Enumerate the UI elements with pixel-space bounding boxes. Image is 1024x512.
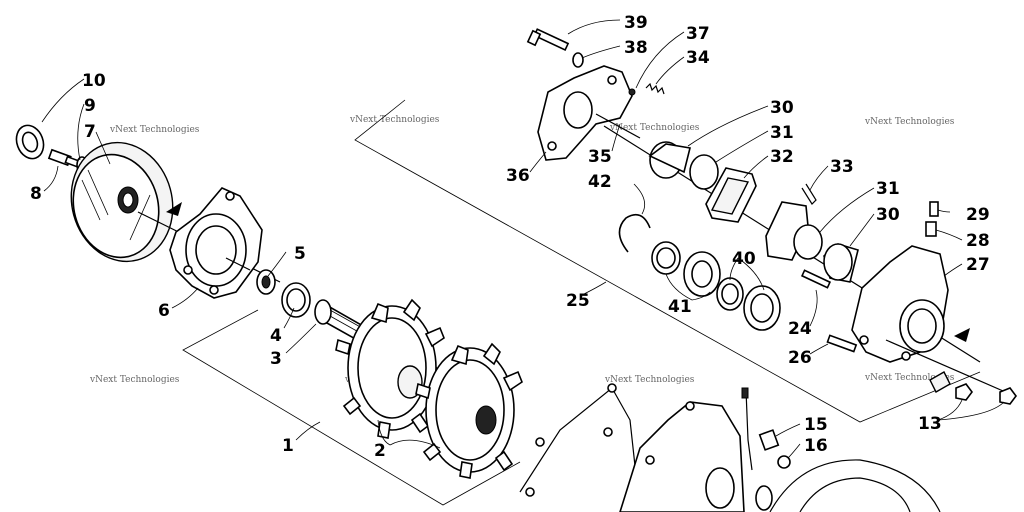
brake-disc-7: [70, 141, 174, 263]
callout-31-top: 31: [770, 123, 794, 143]
bearing-41: [651, 241, 681, 275]
callout-labels: 10 9 7 8 5 6 4 3 1 2 39 38 37 34 30 31 3…: [30, 13, 990, 461]
spring-34: [645, 82, 665, 95]
washer-38: [572, 52, 584, 68]
callout-1: 1: [282, 436, 294, 456]
seal-31b: [793, 224, 823, 260]
brake-pad-32a: [705, 167, 757, 223]
watermark-text: vNext Technologies: [109, 125, 200, 135]
bleeder-29: [929, 201, 939, 217]
callout-38: 38: [624, 38, 648, 58]
watermark-text: vNext Technologies: [604, 375, 695, 385]
callout-28: 28: [966, 231, 990, 251]
leader-lines: [41, 19, 1005, 459]
bearing-housing-6: [169, 187, 263, 299]
bolt-39: [526, 28, 570, 51]
caliper-housing-27: [851, 245, 949, 363]
bolt-24: [800, 269, 832, 289]
nut-13a: [955, 383, 973, 401]
callout-5: 5: [294, 244, 306, 264]
spacer-small: [929, 371, 951, 393]
callout-2: 2: [374, 441, 386, 461]
spring-clip-33: [801, 183, 817, 205]
sprocket-gear-bottom: [755, 459, 941, 512]
callout-3: 3: [270, 349, 282, 369]
callout-16: 16: [804, 436, 828, 456]
axle-line-lower: [885, 339, 1011, 395]
callout-34: 34: [686, 48, 710, 68]
callout-31-right: 31: [876, 179, 900, 199]
sensor-15: [758, 429, 780, 451]
arrow-marker-left-icon: [166, 202, 182, 216]
callout-29: 29: [966, 205, 990, 225]
nut-13b: [999, 387, 1017, 405]
callout-40: 40: [732, 249, 756, 269]
callout-9: 9: [84, 96, 96, 116]
caliper-36: [537, 65, 633, 161]
callout-13: 13: [918, 414, 942, 434]
callout-25: 25: [566, 291, 590, 311]
fitting-28: [925, 221, 937, 237]
callout-41: 41: [668, 297, 692, 317]
arrow-marker-right-icon: [954, 328, 970, 342]
callout-32: 32: [770, 147, 794, 167]
watermark-text: vNext Technologies: [864, 373, 955, 383]
callout-8: 8: [30, 184, 42, 204]
callout-42: 42: [588, 172, 612, 192]
callout-4: 4: [270, 326, 282, 346]
callout-35: 35: [588, 147, 612, 167]
callout-15: 15: [804, 415, 828, 435]
callout-30-right: 30: [876, 205, 900, 225]
bearing-40b: [716, 277, 744, 311]
sprocket-2b: [415, 342, 523, 479]
piston-30a: [648, 141, 691, 179]
group-bracket-1: [182, 309, 521, 506]
callout-36: 36: [506, 166, 530, 186]
callout-6: 6: [158, 301, 170, 321]
pin-37: [628, 88, 636, 96]
callout-37: 37: [686, 24, 710, 44]
snap-ring-10: [15, 124, 45, 160]
callout-39: 39: [624, 13, 648, 33]
sprocket-2a: [335, 298, 445, 439]
watermark-text: vNext Technologies: [864, 117, 955, 127]
bearing-4: [281, 282, 311, 318]
watermark-text: vNext Technologies: [89, 375, 180, 385]
piston-30b: [823, 243, 859, 283]
callout-10: 10: [82, 71, 106, 91]
pin-35: [595, 113, 641, 139]
snap-ring-42: [618, 213, 651, 253]
bolt-8: [47, 148, 82, 169]
watermark-text: vNext Technologies: [609, 123, 700, 133]
callout-24: 24: [788, 319, 812, 339]
callout-26: 26: [788, 348, 812, 368]
group-bracket-25: [354, 99, 981, 423]
callout-7: 7: [84, 122, 96, 142]
chaincase-housing: [619, 401, 745, 512]
callout-33: 33: [830, 157, 854, 177]
sensor-wire: [741, 387, 753, 471]
seal-40c: [743, 285, 781, 331]
seal-31a: [689, 154, 719, 190]
seal-5: [256, 269, 276, 295]
callout-27: 27: [966, 255, 990, 275]
callout-30-top: 30: [770, 98, 794, 118]
screw-16: [777, 455, 791, 469]
gasket: [519, 383, 641, 512]
watermark-text: vNext Technologies: [349, 115, 440, 125]
bolt-26: [826, 334, 858, 353]
bearing-40a: [683, 251, 721, 297]
